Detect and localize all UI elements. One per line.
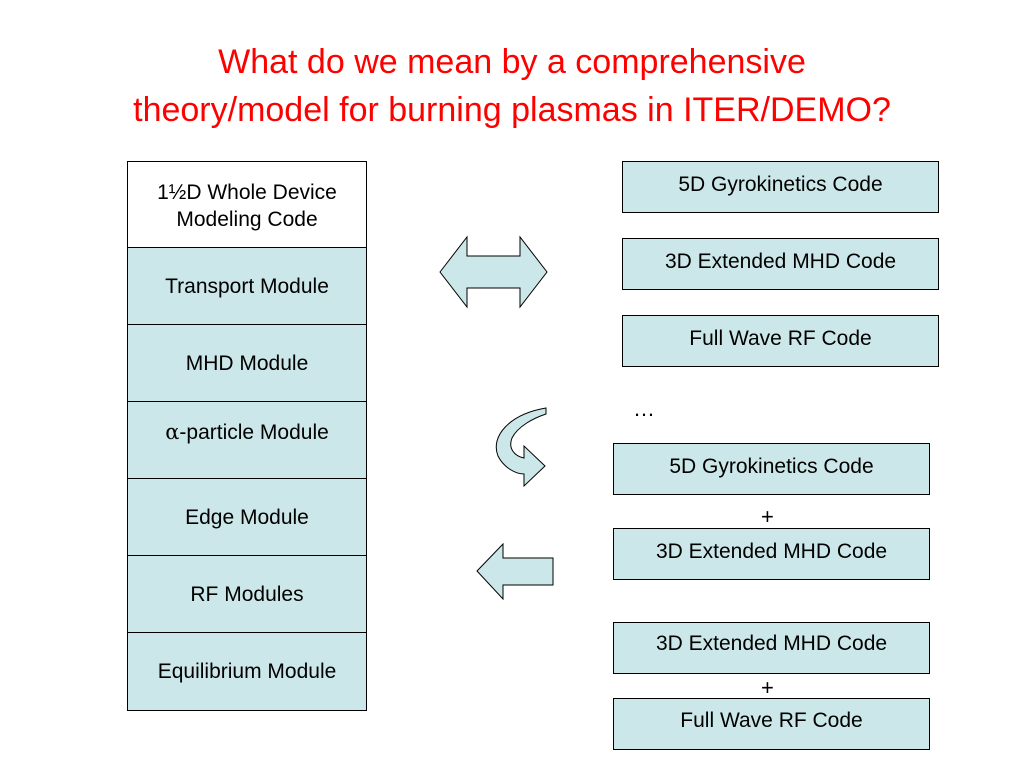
- extended-mhd-code-label-3: 3D Extended MHD Code: [655, 632, 888, 655]
- whole-device-header-line-1: 1½D Whole Device: [157, 181, 337, 204]
- edge-module-label: Edge Module: [185, 505, 309, 529]
- extended-mhd-code-label-1: 3D Extended MHD Code: [664, 250, 897, 273]
- mhd-module-label: MHD Module: [185, 351, 309, 375]
- whole-device-header: 1½D Whole Device Modeling Code: [128, 162, 366, 248]
- extended-mhd-code-box-2: 3D Extended MHD Code: [613, 528, 930, 580]
- gyrokinetics-code-label-1: 5D Gyrokinetics Code: [678, 173, 883, 196]
- whole-device-stack: 1½D Whole Device Modeling Code Transport…: [127, 161, 367, 711]
- title-line-1: What do we mean by a comprehensive: [218, 43, 806, 81]
- alpha-particle-module-label: -particle Module: [179, 421, 329, 444]
- equilibrium-module-label: Equilibrium Module: [157, 660, 337, 683]
- gyrokinetics-code-box-1: 5D Gyrokinetics Code: [622, 161, 939, 213]
- plus-sign-1: +: [761, 504, 774, 529]
- rf-modules: RF Modules: [128, 556, 366, 633]
- title-line-2: theory/model for burning plasmas in ITER…: [133, 91, 891, 129]
- whole-device-header-line-2: Modeling Code: [176, 208, 318, 231]
- transport-module-label: Transport Module: [165, 274, 329, 298]
- mhd-module: MHD Module: [128, 325, 366, 402]
- full-wave-rf-code-box-2: Full Wave RF Code: [613, 698, 930, 750]
- extended-mhd-code-label-2: 3D Extended MHD Code: [655, 540, 888, 563]
- extended-mhd-code-box-1: 3D Extended MHD Code: [622, 238, 939, 290]
- alpha-particle-module: α-particle Module: [128, 402, 366, 479]
- ellipsis: …: [633, 396, 655, 421]
- edge-module: Edge Module: [128, 479, 366, 556]
- equilibrium-module: Equilibrium Module: [128, 633, 366, 710]
- full-wave-rf-code-label-2: Full Wave RF Code: [680, 709, 863, 732]
- left-arrow-icon: [476, 542, 554, 601]
- rf-modules-label: RF Modules: [190, 582, 304, 606]
- transport-module: Transport Module: [128, 248, 366, 325]
- double-arrow-icon: [439, 235, 548, 309]
- slide-title: What do we mean by a comprehensive theor…: [0, 38, 1024, 134]
- plus-sign-2: +: [761, 675, 774, 700]
- full-wave-rf-code-box-1: Full Wave RF Code: [622, 315, 939, 367]
- gyrokinetics-code-box-2: 5D Gyrokinetics Code: [613, 443, 930, 495]
- extended-mhd-code-box-3: 3D Extended MHD Code: [613, 622, 930, 674]
- curved-arrow-icon: [495, 407, 547, 488]
- full-wave-rf-code-label-1: Full Wave RF Code: [689, 327, 872, 350]
- gyrokinetics-code-label-2: 5D Gyrokinetics Code: [669, 455, 874, 478]
- alpha-symbol: α: [165, 420, 180, 444]
